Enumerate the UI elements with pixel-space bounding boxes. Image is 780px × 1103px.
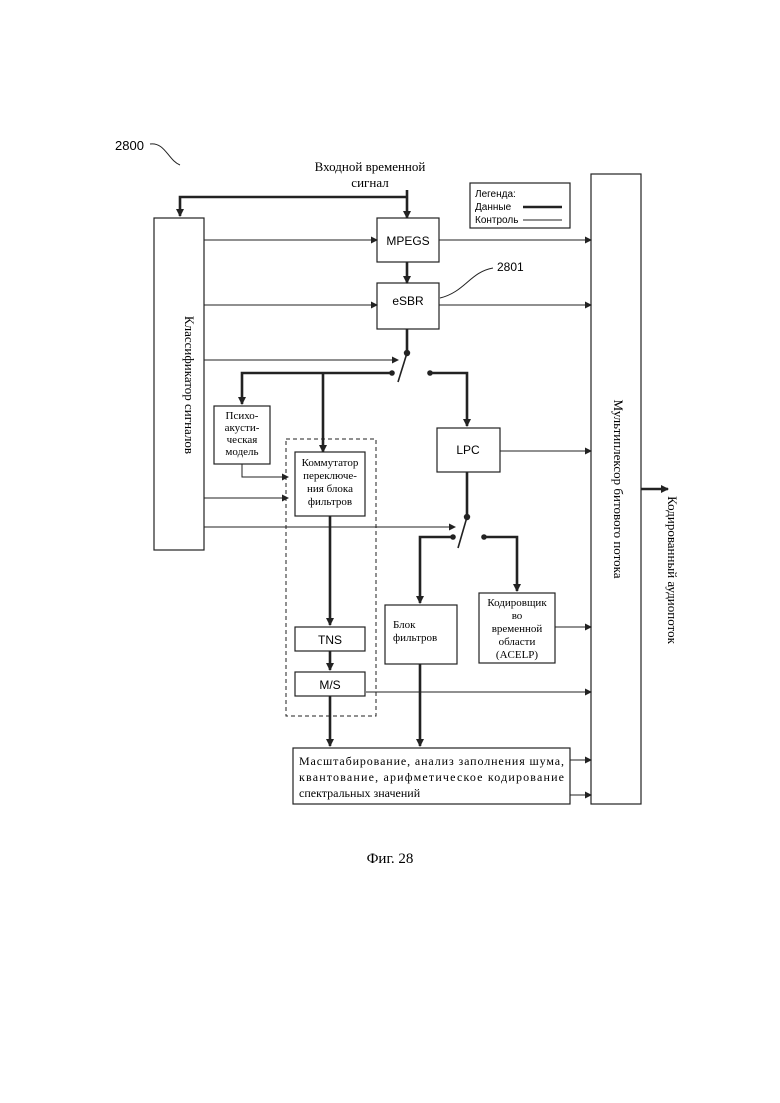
filterbank-label-2: фильтров — [393, 632, 437, 644]
lpc-label: LPC — [456, 443, 480, 457]
output-label: Кодированный аудиопоток — [665, 496, 680, 644]
time-encoder-label-4: области — [499, 636, 536, 648]
time-encoder-label-1: Кодировщик — [487, 597, 547, 609]
legend-control-label: Контроль — [475, 215, 518, 226]
ref-leader-2800 — [150, 144, 180, 165]
fb-switch-label-4: фильтров — [308, 496, 352, 508]
quant-label-1: Масштабирование, анализ заполнения шума, — [299, 754, 564, 768]
ms-label: M/S — [319, 678, 340, 692]
ref-leader-2801 — [440, 268, 493, 298]
input-signal-label-line2: сигнал — [351, 175, 389, 190]
legend-title: Легенда: — [475, 189, 516, 200]
switch2-blade — [458, 517, 467, 548]
wire-switch1-to-psycho — [242, 373, 392, 404]
wire-switch2-to-filterbank — [420, 537, 453, 603]
figure-caption: Фиг. 28 — [367, 851, 414, 867]
legend-data-label: Данные — [475, 202, 512, 213]
psycho-label-2: акусти- — [225, 422, 260, 434]
mpegs-label: MPEGS — [386, 234, 429, 248]
tns-label: TNS — [318, 633, 342, 647]
ctrl-psycho-to-fb-switch — [242, 464, 288, 477]
switch1-blade — [398, 353, 407, 382]
input-arrow-to-classifier — [180, 197, 407, 216]
time-encoder-label-3: временной — [492, 623, 543, 635]
fb-switch-label-3: ния блока — [307, 483, 353, 495]
input-signal-label-line1: Входной временной — [315, 159, 426, 174]
fb-switch-label-1: Коммутатор — [302, 457, 359, 469]
filterbank-label-1: Блок — [393, 619, 416, 631]
psycho-label-1: Психо- — [226, 410, 259, 422]
quant-label-3: спектральных значений — [299, 786, 421, 800]
bitstream-multiplexer-label: Мультиплексор битового потока — [611, 399, 626, 578]
signal-classifier-label: Классификатор сигналов — [182, 316, 197, 454]
wire-switch2-to-time-encoder — [484, 537, 517, 591]
ref-label-2801: 2801 — [497, 260, 524, 274]
fb-switch-label-2: переключе- — [303, 470, 357, 482]
esbr-label: eSBR — [392, 294, 424, 308]
legend: Легенда: Данные Контроль — [470, 183, 570, 228]
psycho-label-3: ческая — [227, 434, 258, 446]
wire-switch1-to-lpc — [430, 373, 467, 426]
quant-label-2: квантование, арифметическое кодирование — [299, 770, 564, 784]
time-encoder-label-2: во — [512, 610, 523, 622]
psycho-label-4: модель — [225, 446, 258, 458]
ref-label-2800: 2800 — [115, 138, 144, 153]
time-encoder-label-5: (ACELP) — [496, 649, 539, 661]
